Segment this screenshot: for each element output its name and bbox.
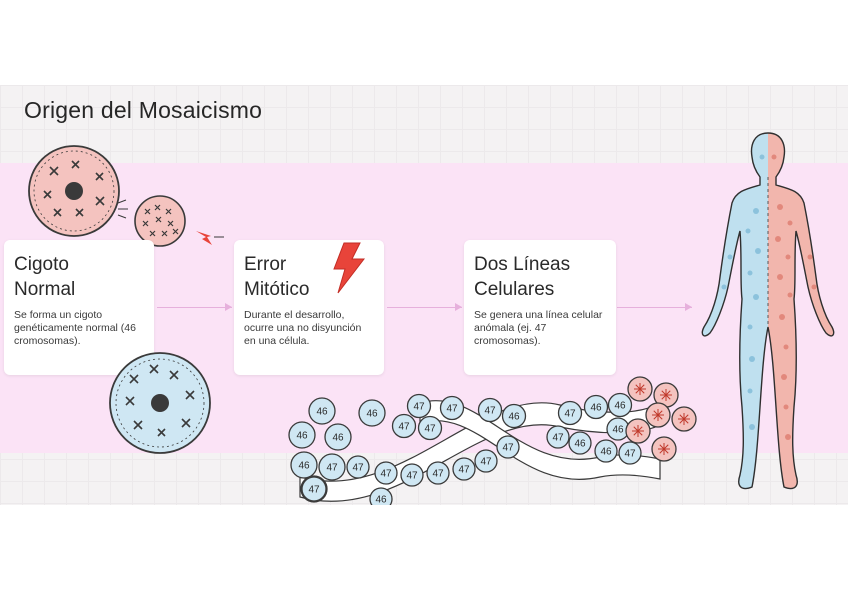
left-cluster-cell: 46 — [309, 398, 335, 424]
upper-strand-cell: 47 — [441, 397, 464, 420]
cell-label: 46 — [612, 425, 624, 436]
cell-label: 46 — [316, 407, 328, 418]
cell-label: 47 — [413, 402, 425, 413]
cell-label: 47 — [624, 449, 636, 460]
lower-strand-cell: 47 — [401, 464, 423, 486]
cell-label: 47 — [352, 463, 364, 474]
lower-strand-cell: 47 — [453, 458, 475, 480]
upper-strand-cell: 46 — [609, 394, 632, 417]
lower-strand-cell: 47 — [475, 450, 497, 472]
lower-strand-cell: 47 — [375, 462, 397, 484]
bottom-cell: 47 — [302, 477, 326, 501]
cell-label: 47 — [446, 404, 458, 415]
left-cluster-cell: 47 — [319, 454, 345, 480]
human-figure — [690, 127, 848, 505]
cell-label: 47 — [424, 424, 436, 435]
upper-strand-cell: 47 — [393, 415, 416, 438]
cell-label: 46 — [332, 433, 344, 444]
red-cell-star — [660, 389, 672, 401]
cell-label: 46 — [298, 461, 310, 472]
cell-label: 47 — [564, 409, 576, 420]
left-cluster-cell: 46 — [359, 400, 385, 426]
cell-label: 46 — [375, 495, 387, 506]
red-cell-star — [634, 383, 646, 395]
cell-label: 47 — [480, 457, 492, 468]
upper-strand-cell: 46 — [585, 396, 608, 419]
upper-strand-cell: 46 — [503, 405, 526, 428]
cell-label: 47 — [458, 465, 470, 476]
red-cell-star — [678, 413, 690, 425]
cell-label: 47 — [398, 422, 410, 433]
left-cluster-cell: 46 — [289, 422, 315, 448]
lower-strand-cell: 46 — [595, 440, 617, 462]
red-cell-star — [652, 409, 664, 421]
lower-strand-cell: 47 — [619, 442, 641, 464]
left-cluster-cell: 46 — [291, 452, 317, 478]
cell-label: 46 — [508, 412, 520, 423]
cell-label: 47 — [308, 485, 320, 496]
upper-strand-cell: 47 — [408, 395, 431, 418]
lower-strand-cell: 47 — [547, 426, 569, 448]
left-cluster-cell: 46 — [325, 424, 351, 450]
upper-strand-cell: 47 — [479, 399, 502, 422]
cell-label: 46 — [574, 439, 586, 450]
cell-label: 46 — [614, 401, 626, 412]
cell-label: 46 — [296, 431, 308, 442]
lower-strand-cell: 46 — [569, 432, 591, 454]
upper-strand-cell: 47 — [419, 417, 442, 440]
cell-label: 47 — [406, 471, 418, 482]
lower-strand-cell: 47 — [427, 462, 449, 484]
cell-label: 47 — [552, 433, 564, 444]
red-cell-star — [658, 443, 670, 455]
cell-label: 47 — [432, 469, 444, 480]
cell-label: 47 — [502, 443, 514, 454]
cell-label: 47 — [484, 406, 496, 417]
bottom-cell: 46 — [370, 488, 392, 505]
cell-label: 46 — [590, 403, 602, 414]
slide: Origen del Mosaicismo — [0, 85, 848, 505]
lower-strand-cell: 47 — [347, 456, 369, 478]
red-cell-star — [632, 425, 644, 437]
cell-label: 46 — [366, 409, 378, 420]
cell-label: 47 — [380, 469, 392, 480]
cell-label: 47 — [326, 463, 338, 474]
upper-strand-cell: 47 — [559, 402, 582, 425]
lower-strand-cell: 47 — [497, 436, 519, 458]
cell-label: 46 — [600, 447, 612, 458]
